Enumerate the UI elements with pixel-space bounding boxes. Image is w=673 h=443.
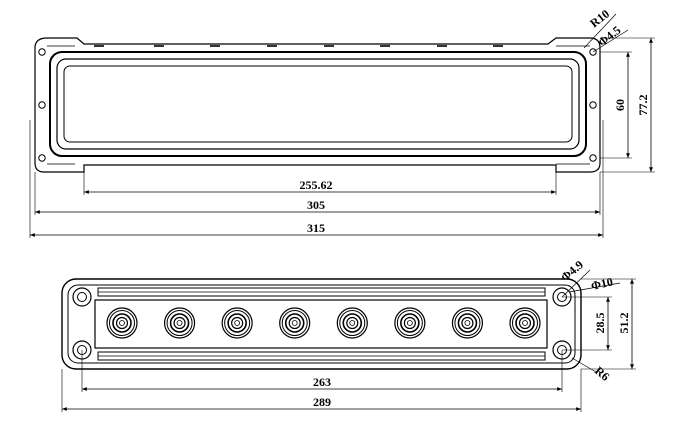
bottom-dim-inner-height: 28.5: [593, 297, 610, 350]
terminal-stud: [336, 307, 368, 339]
bottom-base-outer: [61, 278, 582, 370]
top-flange-outline: [34, 37, 601, 173]
terminal-stud: [279, 307, 311, 339]
bottom-dim-boss-label: Φ10: [590, 275, 614, 293]
bottom-dim-inner-height-label: 28.5: [593, 313, 607, 334]
top-mount-hole: [589, 101, 597, 109]
terminal-stud: [221, 307, 253, 339]
bottom-dim-overall-width: 289: [62, 395, 581, 411]
top-view: 255.62 305 315 60 77.2 R10 Φ4.5: [29, 7, 655, 238]
top-dim-overall-width-label: 315: [307, 221, 325, 235]
bottom-bus-bar: [94, 299, 548, 349]
bottom-dim-outer-height-label: 51.2: [617, 313, 631, 334]
bottom-mount-boss: [72, 287, 92, 307]
top-mount-hole: [38, 48, 46, 56]
bottom-dim-radius-label: R6: [592, 364, 612, 384]
top-dim-overall-width: 315: [29, 221, 603, 237]
bottom-leaders: Φ4.9 Φ10 R6: [558, 258, 621, 384]
top-dim-inner-height-label: 60: [613, 99, 627, 111]
top-lid-outer: [49, 51, 587, 157]
terminal-stud: [451, 307, 484, 339]
terminal-stud: [394, 307, 426, 339]
terminal-stud: [509, 307, 541, 339]
top-dim-outer-height-label: 77.2: [636, 95, 650, 116]
top-lid-inner: [63, 65, 573, 143]
bottom-view: 263 289 28.5 51.2 Φ4.9 Φ10 R6: [61, 258, 636, 412]
top-mount-hole: [38, 154, 46, 162]
top-mount-hole: [38, 101, 46, 109]
top-dim-inner-width-label: 255.62: [300, 178, 333, 192]
bottom-mount-hole: [77, 292, 87, 302]
top-dim-mid-width-label: 305: [307, 198, 325, 212]
bottom-dim-overall-width-label: 289: [313, 395, 331, 409]
bottom-base-inner: [67, 284, 576, 364]
top-mount-hole: [589, 48, 597, 56]
top-dim-inner-width: 255.62: [84, 178, 556, 194]
top-dim-outer-height: 77.2: [636, 38, 653, 172]
terminal-row: [106, 307, 541, 339]
top-leaders: R10 Φ4.5: [583, 7, 629, 53]
bottom-dim-inner-width-label: 263: [313, 375, 331, 389]
top-dim-inner-height: 60: [613, 52, 630, 158]
terminal-stud: [163, 307, 196, 339]
bottom-dim-outer-height: 51.2: [617, 279, 634, 369]
top-dim-mid-width: 305: [35, 198, 600, 214]
top-lid-middle: [56, 58, 580, 150]
terminal-stud: [106, 307, 138, 339]
bottom-dim-inner-width: 263: [82, 375, 562, 391]
top-mount-hole: [589, 154, 597, 162]
